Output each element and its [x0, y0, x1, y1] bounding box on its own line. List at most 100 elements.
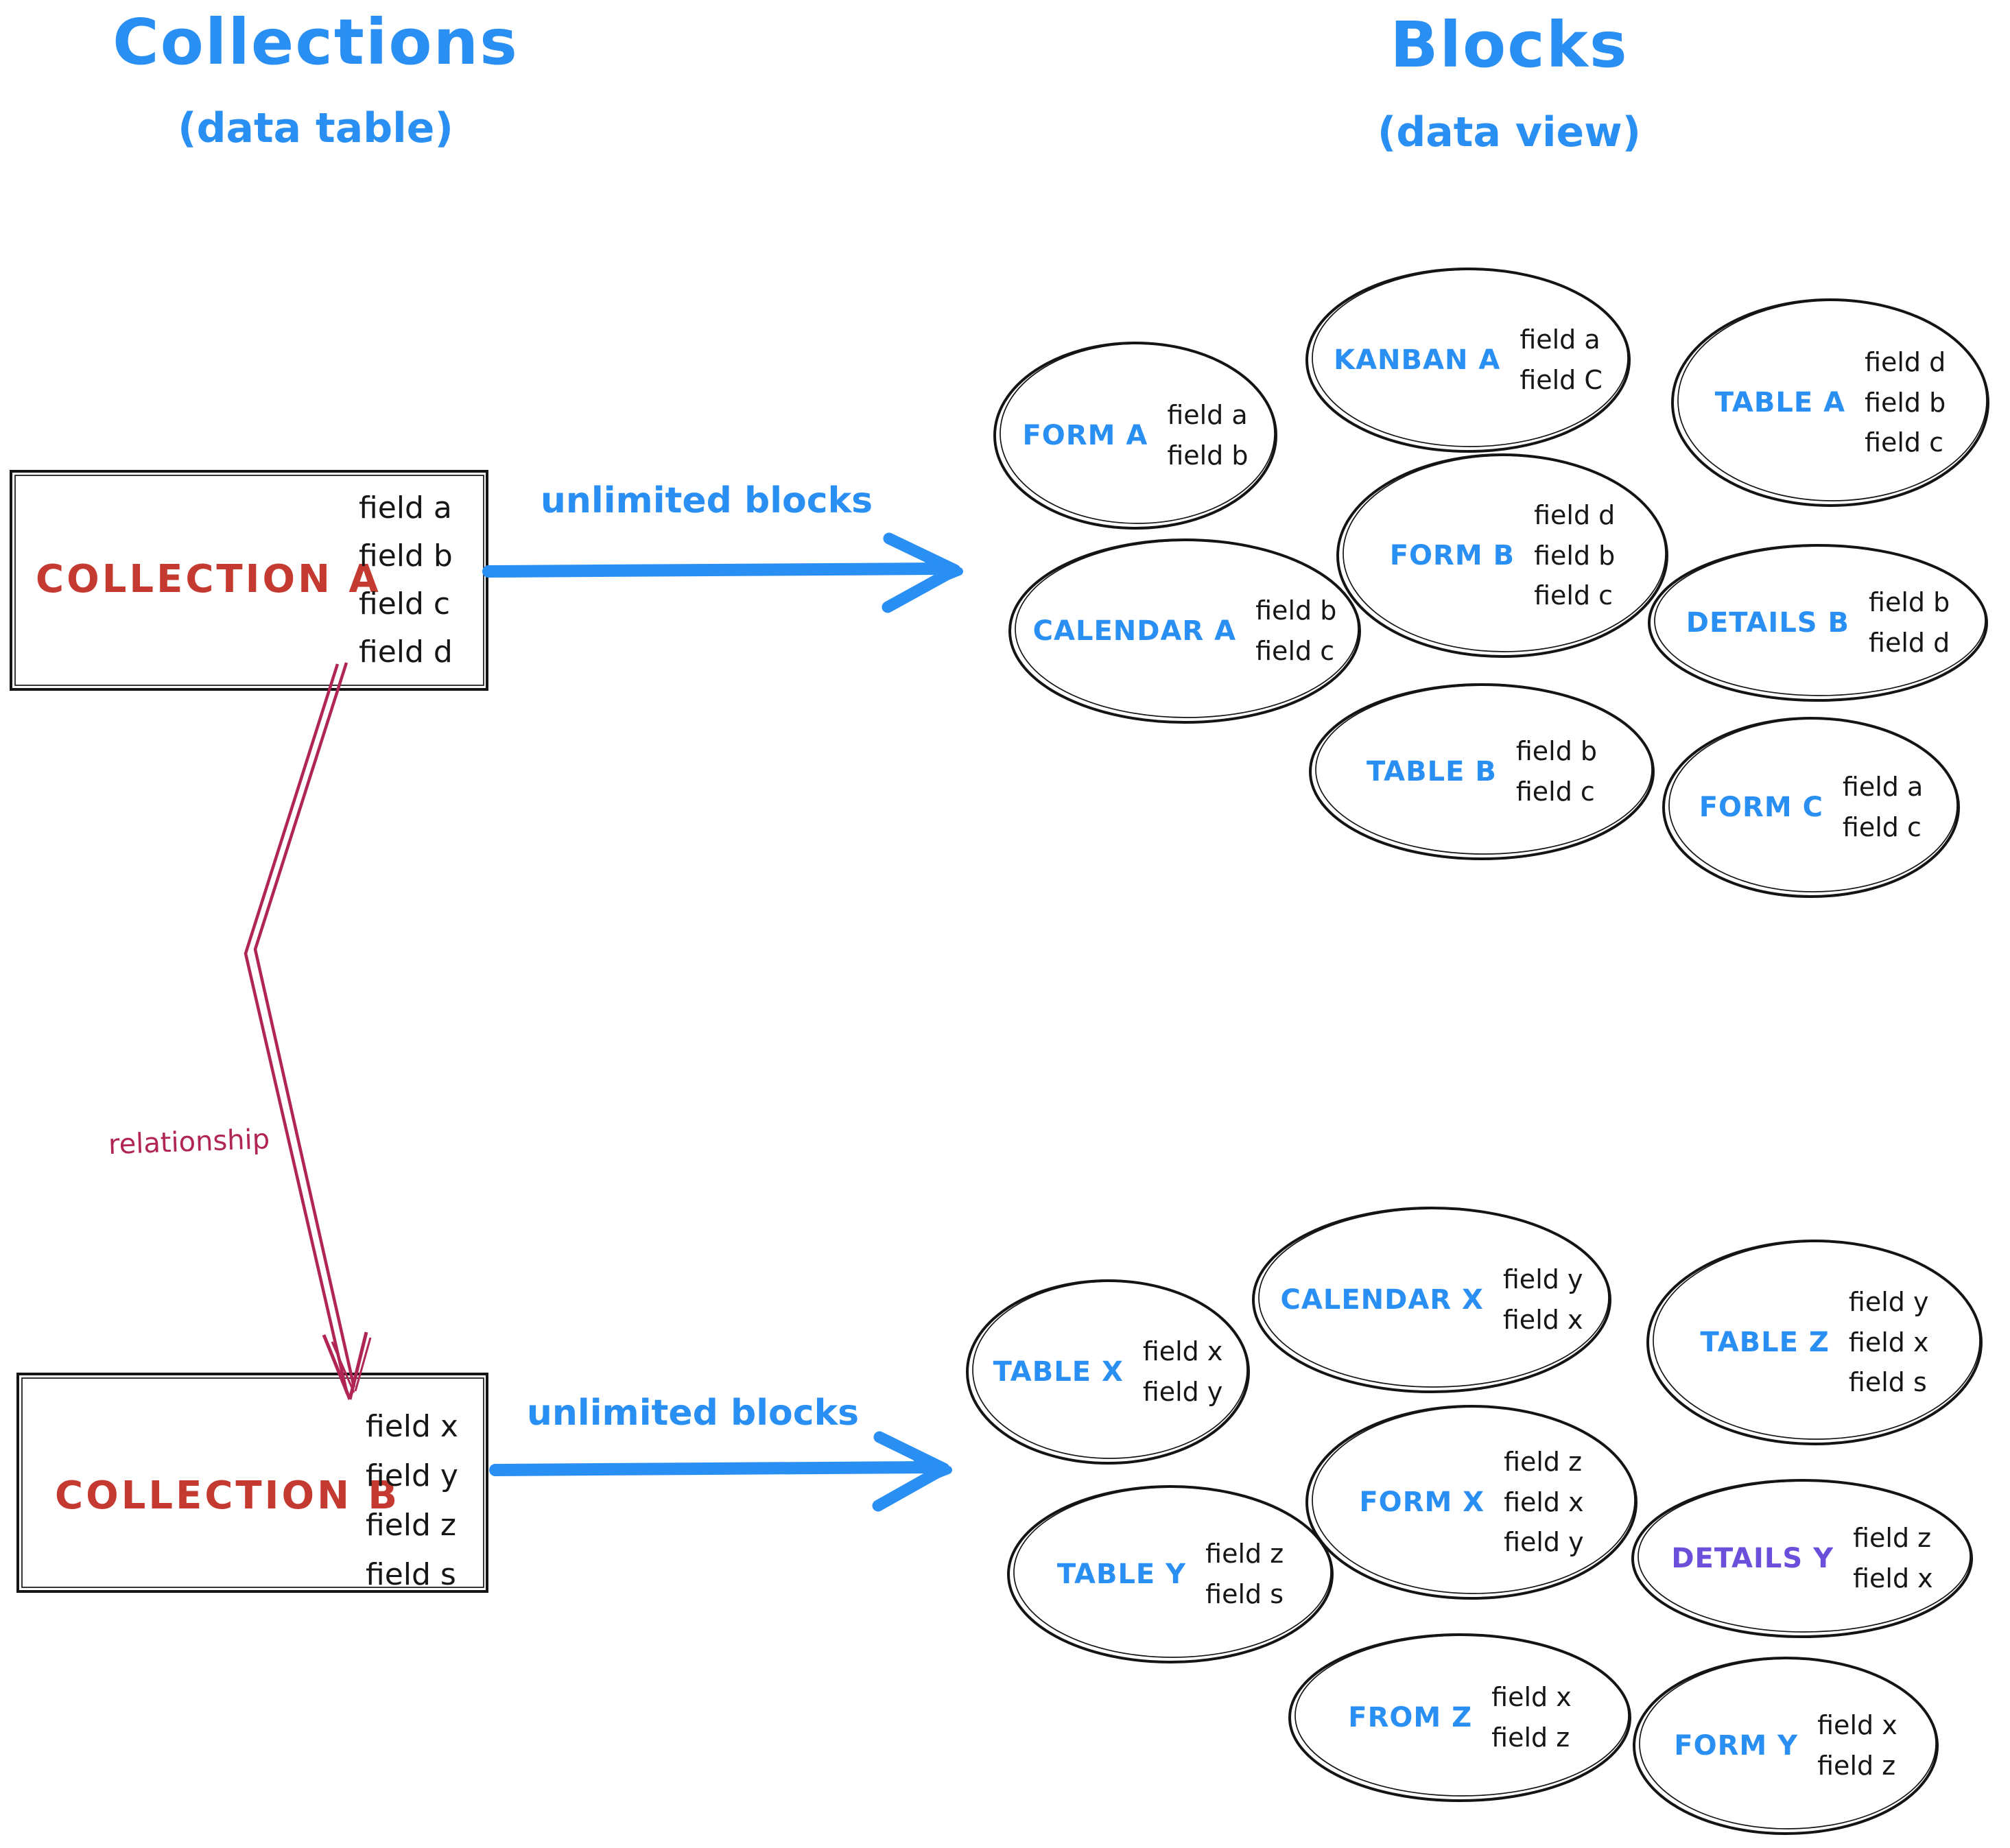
block-form-x-fields: field z field x field y — [1504, 1442, 1584, 1563]
collection-b-box — [16, 1373, 488, 1593]
table-x-ellipse — [966, 1279, 1250, 1465]
block-field: field x — [1142, 1336, 1223, 1367]
block-field: field b — [1255, 595, 1337, 626]
block-from-z-label: FROM Z — [1348, 1702, 1473, 1733]
block-kanban-a-fields: field a field C — [1520, 320, 1603, 401]
table-y-ellipse — [1007, 1485, 1334, 1663]
block-field: field a — [1520, 324, 1600, 355]
block-kanban-a-label: KANBAN A — [1334, 344, 1501, 376]
details-b-ellipse — [1648, 544, 1988, 702]
block-table-b-label: TABLE B — [1366, 756, 1497, 787]
block-field: field z — [1817, 1751, 1896, 1781]
from-z-ellipse — [1288, 1633, 1631, 1802]
block-field: field z — [1504, 1446, 1583, 1477]
block-form-a: FORM A field a field b — [995, 343, 1276, 528]
block-form-y-fields: field x field z — [1817, 1705, 1897, 1786]
block-table-y-fields: field z field s — [1205, 1534, 1284, 1615]
block-field: field a — [1167, 400, 1248, 431]
block-details-y-label: DETAILS Y — [1671, 1543, 1834, 1574]
block-field: field x — [1491, 1682, 1572, 1713]
block-table-b-fields: field b field c — [1516, 731, 1597, 812]
block-table-a-label: TABLE A — [1714, 387, 1846, 418]
block-form-a-label: FORM A — [1022, 420, 1148, 451]
block-calendar-a-label: CALENDAR A — [1032, 615, 1237, 647]
collection-b-field: field s — [366, 1557, 456, 1592]
block-field: field z — [1491, 1722, 1570, 1753]
block-table-x-fields: field x field y — [1143, 1331, 1223, 1412]
form-c-ellipse — [1662, 717, 1960, 898]
block-field: field y — [1502, 1264, 1583, 1295]
collections-subtitle: (data table) — [178, 104, 453, 152]
block-table-z: TABLE Z field y field x field s — [1648, 1241, 1981, 1444]
calendar-x-ellipse — [1252, 1207, 1611, 1393]
block-from-z: FROM Z field x field z — [1290, 1635, 1630, 1801]
block-field: field b — [1865, 387, 1946, 418]
blocks-subtitle: (data view) — [1377, 108, 1642, 156]
block-calendar-x: CALENDAR X field y field x — [1253, 1208, 1610, 1392]
block-field: field s — [1205, 1579, 1284, 1609]
block-field: field x — [1817, 1710, 1897, 1741]
block-table-z-label: TABLE Z — [1700, 1327, 1830, 1358]
block-field: field x — [1848, 1327, 1929, 1358]
block-table-y: TABLE Y field z field s — [1008, 1486, 1332, 1662]
block-field: field c — [1865, 427, 1944, 458]
block-form-c-label: FORM C — [1699, 792, 1823, 823]
block-field: field c — [1534, 580, 1613, 611]
unlimited-blocks-label-top: unlimited blocks — [540, 480, 873, 521]
block-field: field c — [1842, 812, 1922, 842]
block-table-x-label: TABLE X — [993, 1356, 1124, 1388]
block-field: field z — [1853, 1523, 1932, 1554]
block-field: field x — [1502, 1305, 1583, 1335]
collection-b-field: field x — [366, 1409, 458, 1444]
block-field: field y — [1504, 1527, 1584, 1558]
block-form-b: FORM B field d field b field c — [1338, 455, 1667, 656]
block-from-z-fields: field x field z — [1491, 1677, 1572, 1758]
block-field: field y — [1848, 1286, 1929, 1317]
kanban-a-ellipse — [1305, 268, 1631, 453]
block-form-y-label: FORM Y — [1674, 1730, 1799, 1762]
collection-b-field: field y — [366, 1458, 458, 1493]
block-table-z-fields: field y field x field s — [1849, 1282, 1929, 1403]
block-field: field b — [1515, 736, 1598, 767]
calendar-a-ellipse — [1008, 538, 1361, 724]
relationship-label: relationship — [108, 1123, 270, 1161]
block-details-y: DETAILS Y field z field x — [1633, 1480, 1972, 1637]
block-form-a-fields: field a field b — [1167, 395, 1248, 476]
relationship-arrow — [244, 662, 372, 1400]
block-form-b-fields: field d field b field c — [1534, 495, 1615, 617]
block-field: field x — [1853, 1563, 1933, 1594]
block-table-b: TABLE B field b field c — [1310, 685, 1653, 859]
block-details-b: DETAILS B field b field d — [1649, 545, 1987, 700]
block-field: field C — [1520, 365, 1603, 395]
block-calendar-x-fields: field y field x — [1503, 1259, 1583, 1340]
block-field: field c — [1515, 777, 1595, 807]
collection-b-fields: field x field y field z field s — [366, 1402, 458, 1600]
collection-a-fields: field a field b field c field d — [359, 484, 453, 676]
block-field: field z — [1205, 1539, 1284, 1569]
block-calendar-a-fields: field b field c — [1255, 591, 1336, 672]
form-y-ellipse — [1633, 1657, 1939, 1835]
collection-a-field: field d — [359, 635, 453, 670]
collection-a-box — [10, 470, 488, 691]
block-details-b-fields: field b field d — [1869, 582, 1950, 663]
block-form-c: FORM C field a field c — [1664, 718, 1959, 897]
collection-a-field: field b — [359, 538, 453, 573]
block-field: field d — [1869, 628, 1950, 658]
block-form-y: FORM Y field x field z — [1634, 1658, 1937, 1834]
block-field: field c — [1255, 636, 1335, 666]
block-kanban-a: KANBAN A field a field C — [1307, 269, 1629, 451]
block-table-y-label: TABLE Y — [1056, 1559, 1187, 1590]
block-field: field a — [1842, 772, 1924, 803]
unlimited-blocks-label-bottom: unlimited blocks — [526, 1393, 860, 1434]
block-calendar-x-label: CALENDAR X — [1280, 1284, 1484, 1316]
unlimited-blocks-arrow-top — [482, 532, 963, 613]
block-field: field b — [1534, 540, 1616, 571]
block-form-b-label: FORM B — [1389, 540, 1515, 571]
collection-a-field: field c — [359, 587, 451, 621]
table-z-ellipse — [1646, 1240, 1983, 1445]
form-b-ellipse — [1336, 453, 1668, 658]
block-table-a: TABLE A field d field b field c — [1672, 300, 1988, 506]
block-form-x: FORM X field z field x field y — [1307, 1406, 1636, 1598]
